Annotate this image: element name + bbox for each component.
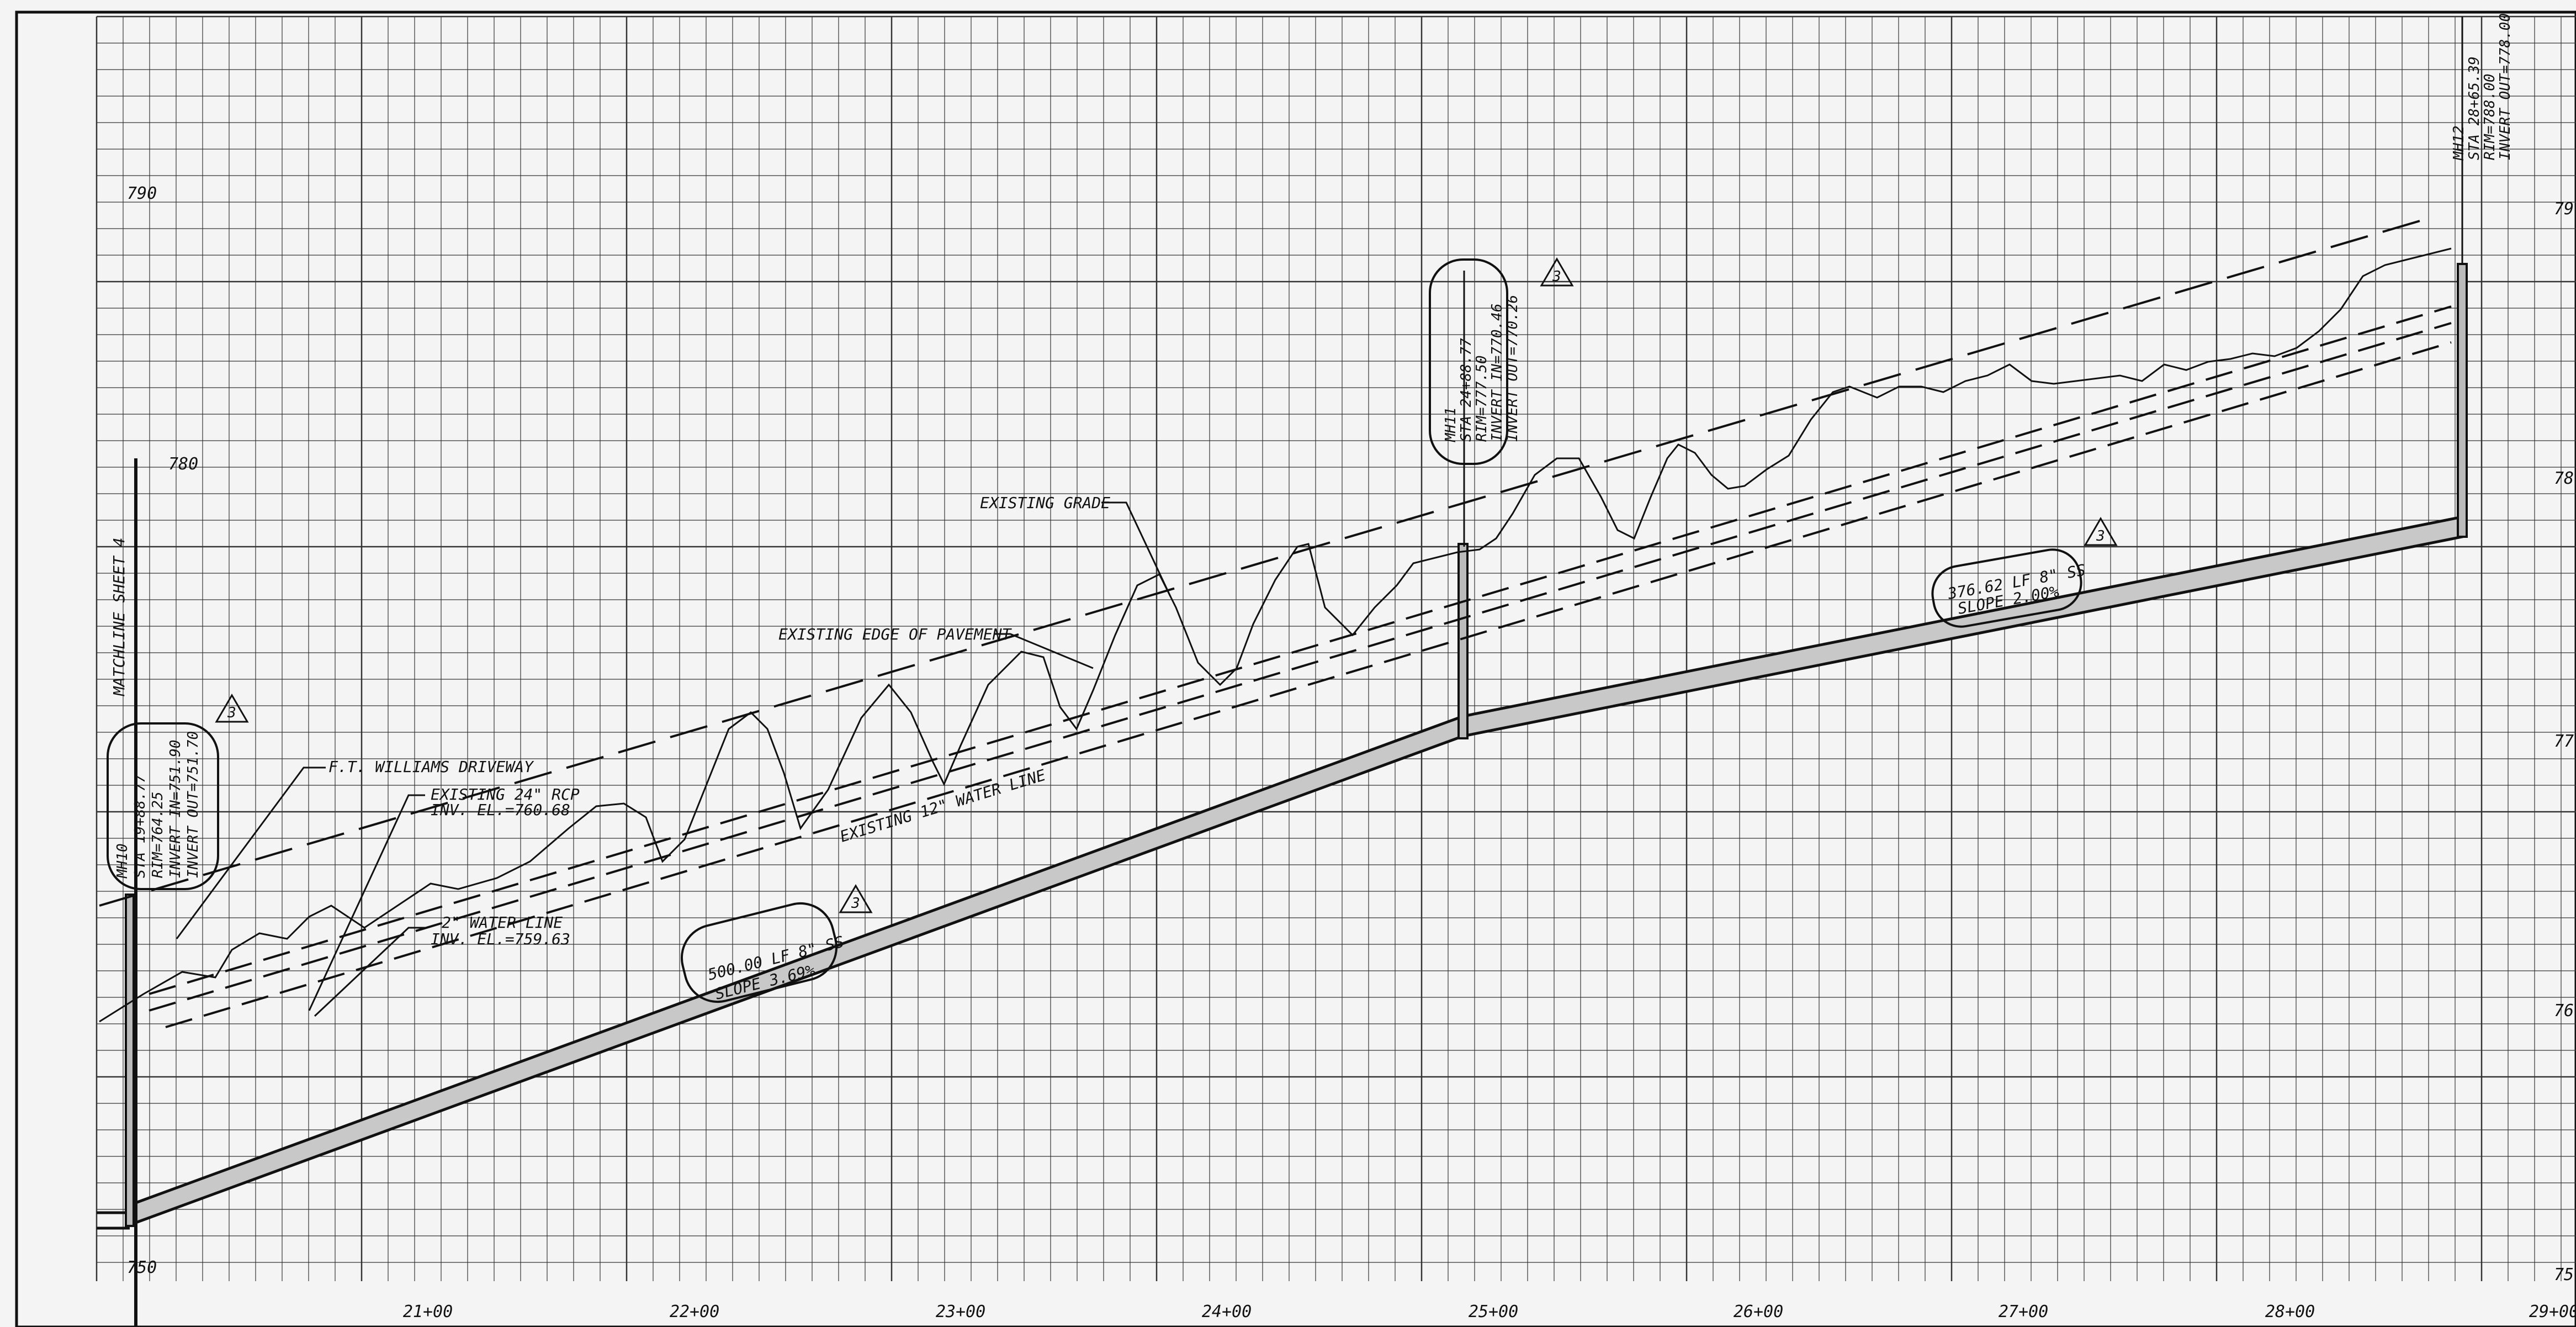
mh10-label: RIM=764.25: [150, 791, 166, 878]
revision-number: 3: [851, 895, 860, 912]
label-layer: 790 790 780 780 770 760 750 750 21+00 22+00 23+00 2…: [110, 13, 2576, 1321]
mh11-label: INVERT IN=770.46: [1489, 304, 1506, 442]
pipe-run-1-cloud: [680, 902, 838, 1003]
revision-triangles: 3 3 3 3: [215, 257, 2118, 913]
edge-pavement-leader: [994, 633, 1094, 669]
mh12-label: RIM=788.00: [2482, 73, 2498, 160]
mh12-label: MH12: [2451, 125, 2467, 161]
mh11-label: STA 24+88.77: [1458, 338, 1475, 442]
station-label: 26+00: [1734, 1302, 1783, 1321]
water-line-2-callout: 2" WATER LINE: [442, 913, 563, 932]
water-line-12-upper: [149, 305, 2452, 995]
elevation-label-left: 780: [168, 454, 198, 474]
mh12-label: INVERT OUT=778.00: [2497, 13, 2514, 160]
revision-triangle: [1540, 257, 1574, 287]
existing-grade-callout: EXISTING GRADE: [980, 494, 1110, 512]
existing-grade-line: [99, 247, 2452, 1023]
revision-number: 3: [1552, 268, 1561, 285]
mh11-label: RIM=777.50: [1473, 355, 1490, 442]
mh11-label: MH11: [1443, 407, 1459, 442]
water-line-12-lower: [149, 322, 2452, 1012]
manhole-mh10-shaft: [125, 894, 135, 1227]
edge-of-pavement-callout: EXISTING EDGE OF PAVEMENT: [778, 625, 1013, 643]
revision-number: 3: [227, 705, 236, 721]
water-line-2-invert-callout: INV. EL.=759.63: [431, 930, 570, 948]
revision-number: 3: [2096, 528, 2105, 544]
mh10-label: MH10: [114, 843, 131, 879]
station-label: 22+00: [670, 1302, 719, 1321]
matchline-label: MATCHLINE SHEET 4: [110, 537, 128, 696]
rcp-callout: EXISTING 24" RCP: [431, 785, 580, 803]
revision-triangle: [215, 694, 249, 723]
station-label: 28+00: [2265, 1302, 2315, 1321]
mh10-label: STA 19+88.77: [132, 774, 149, 878]
elevation-label-right: 750: [2554, 1265, 2576, 1284]
mh10-cloud: [107, 722, 219, 890]
station-label: 23+00: [936, 1302, 985, 1321]
elevation-label-left: 750: [127, 1258, 157, 1277]
mh11-cloud: [1429, 258, 1508, 465]
elevation-label-right: 780: [2554, 469, 2576, 488]
water-line-12-callout: EXISTING 12" WATER LINE: [838, 766, 1048, 846]
pipe-run-2-cloud: [1931, 548, 2082, 628]
station-label: 29+00: [2529, 1302, 2576, 1321]
mh10-label: INVERT IN=751.90: [167, 740, 184, 878]
edge-of-pavement-line: [99, 217, 2430, 907]
revision-triangle: [2084, 517, 2118, 546]
elevation-label-right: 760: [2554, 1001, 2576, 1021]
elevation-label-right: 770: [2554, 732, 2576, 751]
driveway-leader: [176, 766, 326, 939]
station-label: 27+00: [1999, 1302, 2048, 1321]
station-label: 24+00: [1202, 1302, 1252, 1321]
mh12-label: STA 28+65.39: [2466, 56, 2483, 160]
driveway-callout: F.T. WILLIAMS DRIVEWAY: [328, 758, 534, 776]
mh11-label: INVERT OUT=770.26: [1504, 295, 1521, 442]
rcp-invert-callout: INV. EL.=760.68: [431, 801, 570, 819]
elevation-label-left: 790: [127, 184, 157, 203]
elevation-label-right: 790: [2554, 199, 2576, 219]
proposed-sewer-pipe-band: [128, 515, 2464, 1227]
water-line-2-lower: [165, 341, 2452, 1028]
water-line-2-leader: [314, 927, 428, 1017]
sheet-border: [15, 10, 2576, 1327]
rcp-leader: [308, 794, 425, 1011]
revision-triangle: [839, 884, 873, 913]
mh10-label: INVERT OUT=751.70: [185, 731, 202, 878]
station-label: 21+00: [403, 1302, 453, 1321]
manhole-mh11-shaft: [1457, 543, 1469, 739]
profile-grid: [96, 15, 2576, 1281]
manhole-mh12-shaft: [2457, 263, 2468, 538]
station-label: 25+00: [1469, 1302, 1518, 1321]
existing-grade-leader: [1101, 501, 1172, 597]
